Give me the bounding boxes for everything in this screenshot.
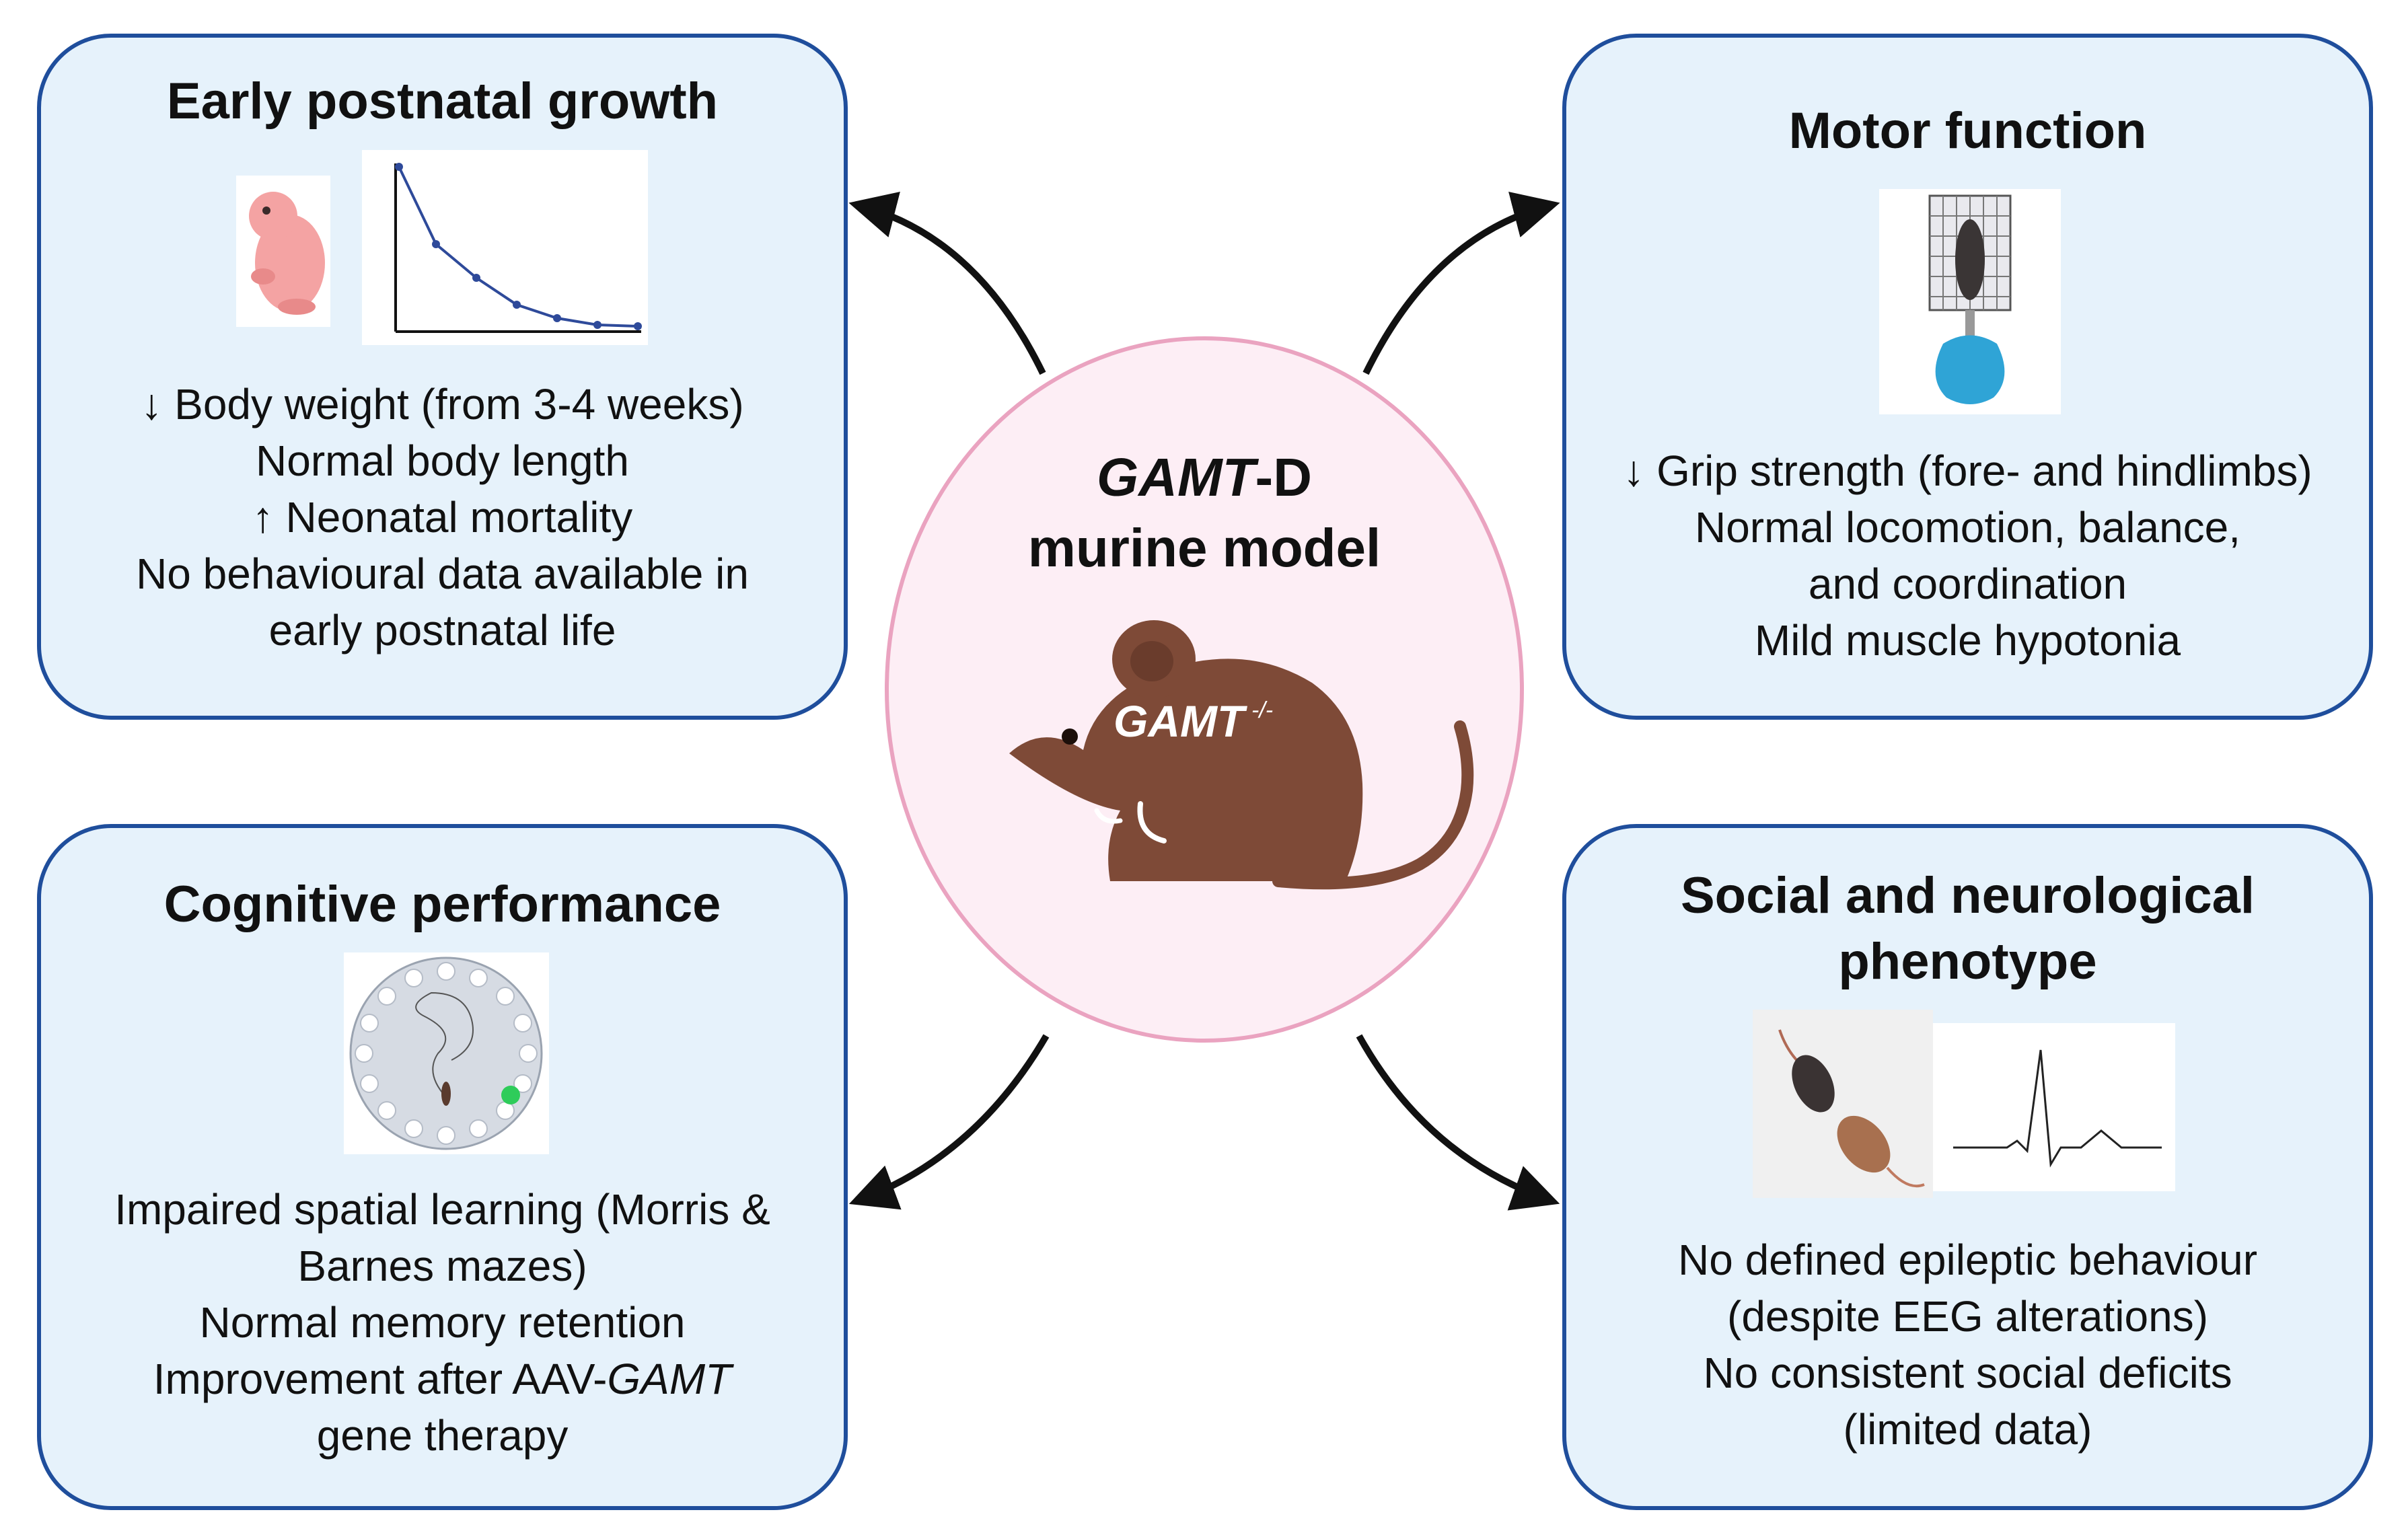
- barnes-maze-illustration: [344, 952, 549, 1154]
- line-5: early postnatal life: [268, 606, 616, 654]
- panel-motor-function: Motor function ↓ Grip strength (fore- an…: [1562, 34, 2373, 720]
- pup-eye-icon: [262, 207, 270, 215]
- line-2: Barnes mazes): [297, 1242, 587, 1290]
- mouse-on-grid-icon: [1955, 219, 1985, 300]
- hand-icon: [1935, 335, 2005, 404]
- mouse-icon: GAMT -/-: [1009, 620, 1474, 890]
- panel-text: No defined epileptic behaviour (despite …: [1566, 1232, 2369, 1458]
- panel-text: ↓ Body weight (from 3-4 weeks) Normal bo…: [41, 376, 844, 659]
- line-2: Normal body length: [256, 437, 629, 485]
- center-title-suffix: -D: [1255, 447, 1312, 507]
- center-subtitle: murine model: [1027, 518, 1381, 578]
- line-1: ↓ Body weight (from 3-4 weeks): [141, 380, 744, 428]
- mouse-in-maze-icon: [441, 1082, 451, 1106]
- panel-title: Cognitive performance: [163, 876, 721, 933]
- center-title-gene: GAMT: [1097, 447, 1255, 507]
- arrow-to-cognitive: [848, 1034, 1050, 1210]
- line-2: (despite EEG alterations): [1727, 1292, 2208, 1341]
- social-mice-illustration: [1753, 1010, 1933, 1198]
- line-4-gene: GAMT: [607, 1355, 732, 1403]
- line-3: ↑ Neonatal mortality: [252, 493, 633, 541]
- target-hole-icon: [501, 1086, 520, 1104]
- panel-title: Early postnatal growth: [166, 73, 719, 130]
- panel-text: Impaired spatial learning (Morris & Barn…: [41, 1181, 844, 1464]
- panel-title: Motor function: [1788, 102, 2147, 159]
- panel-cognitive-performance: Cognitive performance Impaired spatial l…: [37, 824, 848, 1510]
- line-3: No consistent social deficits: [1703, 1349, 2232, 1397]
- line-4-prefix: Improvement after AAV-: [153, 1355, 608, 1403]
- growth-line-chart: [362, 150, 648, 345]
- panel-social-neurological: Social and neurological phenotype No def…: [1562, 824, 2373, 1510]
- line-4: Mild muscle hypotonia: [1754, 616, 2181, 665]
- eeg-trace-illustration: [1933, 1023, 2175, 1191]
- center-title: GAMT-D: [888, 444, 1521, 511]
- line-4: Improvement after AAV-GAMT: [41, 1351, 844, 1407]
- line-2: Normal locomotion, balance,: [1694, 503, 2241, 552]
- panel-early-growth: Early postnatal growth ↓ Body weight (fr…: [37, 34, 848, 720]
- arrow-to-social: [1356, 1034, 1560, 1211]
- panel-title-line-2: phenotype: [1838, 933, 2097, 990]
- line-4: (limited data): [1843, 1405, 2092, 1454]
- arrow-to-growth: [848, 192, 1046, 375]
- mouse-label-sup: -/-: [1251, 698, 1273, 723]
- line-4: No behavioural data available in: [136, 550, 749, 598]
- line-1: ↓ Grip strength (fore- and hindlimbs): [1623, 447, 2312, 495]
- panel-title-line-1: Social and neurological: [1680, 867, 2255, 924]
- line-1: Impaired spatial learning (Morris &: [114, 1185, 770, 1234]
- mouse-label: GAMT: [1114, 696, 1247, 746]
- line-3: Normal memory retention: [199, 1298, 686, 1347]
- line-3: and coordination: [1808, 560, 2127, 608]
- arrow-to-motor: [1362, 192, 1560, 375]
- line-1: No defined epileptic behaviour: [1677, 1236, 2258, 1284]
- line-5: gene therapy: [316, 1411, 569, 1460]
- pup-illustration: [236, 176, 330, 327]
- grip-test-illustration: [1879, 189, 2061, 414]
- panel-text: ↓ Grip strength (fore- and hindlimbs) No…: [1566, 443, 2369, 669]
